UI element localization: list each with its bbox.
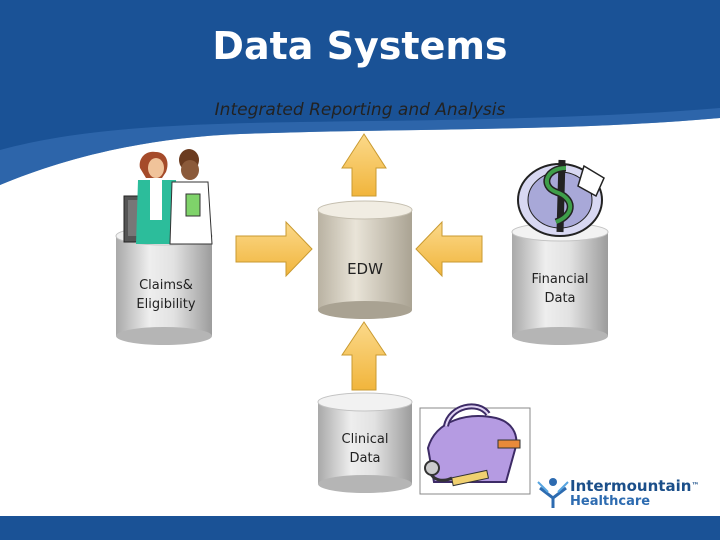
header-banner [0,0,720,185]
node-label-clinical-line2: Data [349,451,381,466]
money-clipart-icon [517,159,605,237]
header-banner-highlight [0,108,720,185]
arrow-up-bottom [341,321,387,391]
logo-text-line1: Intermountain [570,477,692,495]
logo-figure-icon [537,478,569,508]
cylinder-clinical [317,392,413,493]
company-logo: Intermountain™ Healthcare [570,478,699,510]
logo-trademark: ™ [691,481,700,490]
node-label-clinical-line1: Clinical [341,432,389,447]
arrow-right-left [235,220,313,278]
stethoscope-icon [424,460,453,482]
node-label-claims-line1: Claims& [139,278,193,293]
node-label-financial-line2: Data [544,291,576,306]
node-label-claims: Claims& Eligibility [116,276,216,314]
slide-subtitle: Integrated Reporting and Analysis [214,100,506,120]
people-clipart-icon [123,149,213,245]
cylinder-edw [317,200,413,319]
medical-bag-clipart-icon [419,403,531,495]
node-label-financial: Financial Data [512,270,608,308]
node-label-financial-line1: Financial [531,272,589,287]
arrow-up-top [341,133,387,197]
node-label-edw: EDW [347,260,383,278]
arrow-left-right [415,220,483,278]
footer-bar [0,516,720,540]
slide-title: Data Systems [212,24,508,68]
logo-text-line2: Healthcare [570,494,651,509]
node-label-clinical: Clinical Data [318,430,412,468]
node-label-claims-line2: Eligibility [136,297,196,312]
